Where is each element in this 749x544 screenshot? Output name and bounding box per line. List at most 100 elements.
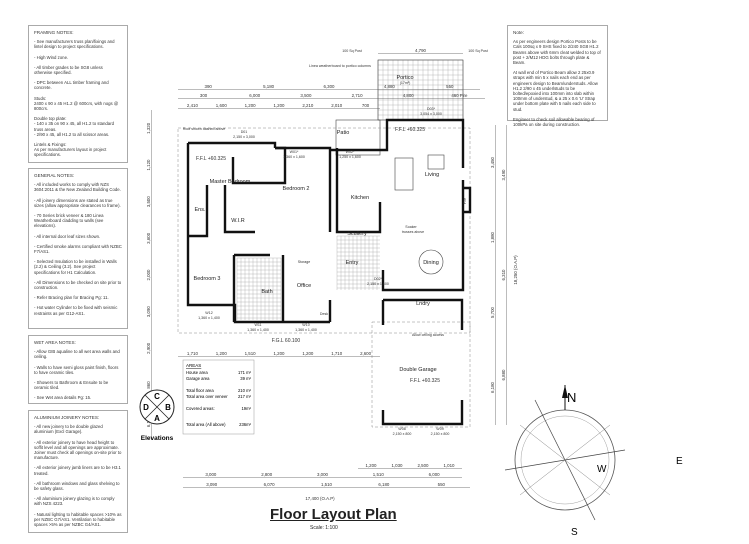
dimension-label: 6,880	[501, 369, 506, 381]
notes-title: FRAMING NOTES:	[34, 30, 74, 35]
dimension-label: 2,800	[261, 472, 273, 477]
area-label: Covered areas:	[186, 406, 215, 411]
dimension-label: 5,180	[263, 84, 275, 89]
ffl-garage: F.F.L +60.325	[410, 378, 440, 384]
room-dining: Dining	[423, 260, 439, 266]
dimension-label: 1,710	[187, 351, 199, 356]
dimension-label: 1,200	[274, 103, 286, 108]
fgl-label: F.G.L 60.100	[272, 338, 301, 344]
overall-width: 17,400 (O.A.P)	[305, 496, 335, 501]
floor-tiles	[236, 235, 380, 320]
window-w11-size: 1,360 x 1,400	[247, 328, 269, 332]
general-notes: GENERAL NOTES:- All included works to co…	[28, 168, 128, 329]
note-item: - Refer Bracing plan for Bracing Pg: 11.	[34, 295, 109, 301]
portico-area: (17m²)	[400, 81, 411, 85]
room-kitchen: Kitchen	[351, 195, 369, 201]
window-w09: W09	[436, 427, 443, 431]
note-item: - All Dimensions to be checked on site p…	[34, 279, 122, 291]
area-label: House area	[186, 370, 208, 375]
dimension-label: 6,300	[324, 84, 336, 89]
roof-outline	[177, 127, 471, 334]
dimension-label: 2,010	[331, 103, 343, 108]
engineer-notes: Note:As per engineers design Portico Pos…	[507, 25, 608, 127]
note-item: - All joinery dimensions are stated as t…	[34, 197, 121, 208]
area-value: 171 m²	[238, 370, 252, 375]
note-item: Double top plate: - 140 x 35 on 90 x 45,…	[34, 116, 115, 137]
soaker-note: trusses above	[402, 230, 424, 234]
elevation-a: A	[154, 414, 160, 423]
storage-label: Storage	[298, 260, 311, 264]
note-item: - Allow GIB aqualine to all wet area wal…	[34, 349, 120, 360]
dimension-label: 1,200	[366, 463, 378, 468]
compass-n: N	[567, 390, 576, 405]
note-item: - All exterior joinery to have head heig…	[34, 439, 122, 461]
linea-note: Linea weatherboard to portico columns	[309, 64, 371, 68]
window-w10-size: 1,360 x 1,400	[295, 328, 317, 332]
areas-title: AREAS	[186, 363, 201, 368]
notes-title: WET AREA NOTES:	[34, 340, 76, 345]
dimension-label: 3,490	[501, 169, 506, 181]
elevations-label: Elevations	[141, 435, 174, 442]
elevation-c: C	[154, 392, 160, 401]
dimension-label: 1,320	[146, 122, 151, 134]
roof-note: Roof shown dashed above	[183, 127, 226, 131]
room-bath: Bath	[261, 289, 272, 295]
room-office: Office	[297, 283, 311, 289]
room-master-bedroom: Master Bedroom	[210, 179, 251, 185]
note-item: - All timber grades to be SG8 unless oth…	[34, 64, 103, 76]
overall-depth: 18,250 (O.A.P)	[513, 255, 518, 285]
dining-table	[418, 249, 444, 275]
dimension-label: 860	[146, 381, 151, 389]
dimension-label: 6,180	[378, 482, 390, 487]
window-w12-size: 1,360 x 1,400	[198, 316, 220, 320]
dimension-label: 1,010	[444, 463, 456, 468]
dimension-label: 1,200	[216, 351, 228, 356]
ffl-master: F.F.L +60.325	[196, 156, 226, 162]
dimension-label: 2,210	[302, 103, 314, 108]
dimension-label: 6,180	[490, 381, 495, 393]
desk-label: Desk	[320, 312, 328, 316]
door-d01: D01	[241, 130, 248, 134]
area-value: 39 m²	[240, 376, 251, 381]
framing-notes: FRAMING NOTES: - See manufacturers truss …	[28, 25, 128, 163]
dimension-label: 3,000	[205, 472, 217, 477]
area-value: 210 m²	[238, 388, 252, 393]
notes-title: Note:	[513, 30, 524, 35]
note-item: - Hot water Cylinder to be fixed with se…	[34, 305, 118, 316]
dimension-label: 3,600	[146, 232, 151, 244]
window-w10: W10	[302, 323, 309, 327]
drawing-scale: Scale: 1:100	[310, 525, 338, 531]
dimension-label: 2,500	[418, 463, 430, 468]
dimension-label: 6,070	[264, 482, 276, 487]
window-w01-size: 1,360 x 1,600	[283, 155, 305, 159]
dimension-label: 2,000	[146, 269, 151, 281]
dimension-label: 4,800	[403, 93, 415, 98]
room-double-garage: Double Garage	[399, 367, 436, 373]
fire-label: Fire	[463, 198, 467, 204]
dimension-label: 1,510	[373, 472, 385, 477]
dimension-label: 4,880	[384, 84, 396, 89]
area-label: Total floor area	[186, 388, 214, 393]
dimension-label: 3,090	[146, 306, 151, 318]
note-item: Studs: 2400 x 90 x 45 H1.2 @ 600crs, wit…	[34, 95, 119, 112]
note-item: - All included works to comply with NZS …	[34, 182, 121, 193]
area-value: 217 m²	[238, 394, 252, 399]
door-d03: D03*	[427, 107, 436, 111]
dimension-label: 1,600	[216, 103, 228, 108]
note-item: - 70 Series brick veneer & 180 Linea Wea…	[34, 213, 104, 229]
garage-roof-outline	[371, 321, 471, 428]
sofa	[394, 157, 414, 191]
compass-s: S	[571, 527, 578, 538]
note-item: Engineer to check soil allowable bearing…	[513, 116, 595, 128]
dimension-label: 3,000	[317, 472, 329, 477]
dimension-label: 1,200	[245, 103, 257, 108]
compass-w: W	[597, 464, 607, 475]
dimension-label: 550	[438, 482, 446, 487]
dimension-label: 3,500	[300, 93, 312, 98]
ceiling-access-note: Allow ceiling access	[412, 333, 444, 337]
note-item: - See manufacturers truss plan/fixings a…	[34, 39, 115, 50]
window-w08: W08	[398, 427, 405, 431]
notes-title: ALUMINIUM JOINERY NOTES:	[34, 415, 100, 420]
